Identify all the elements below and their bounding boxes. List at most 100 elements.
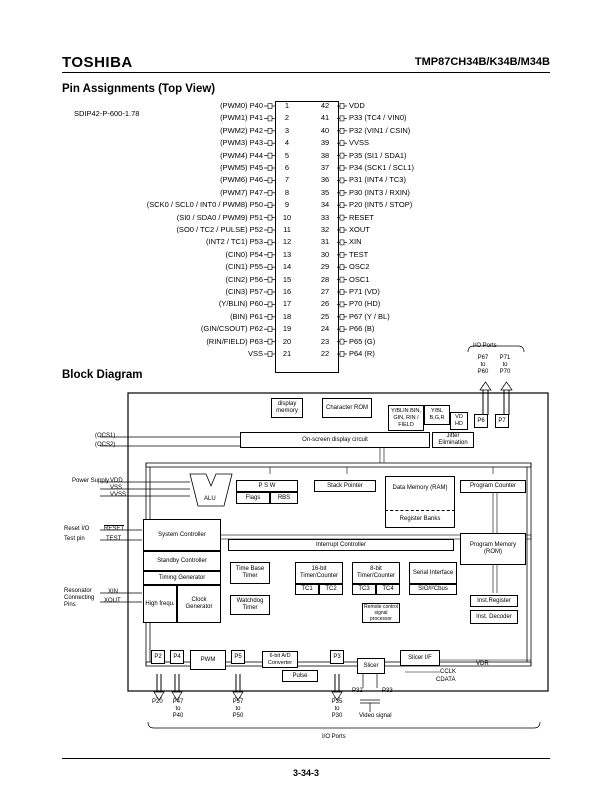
block-section-title: Block Diagram	[62, 369, 143, 381]
vvss-label: VVSS	[110, 492, 127, 498]
left-pin-number: 8	[284, 187, 290, 197]
right-pin-pad	[339, 351, 345, 357]
left-pin-label: (GIN/CSOUT) P62	[200, 324, 263, 334]
p32-label: P32	[352, 688, 363, 694]
right-pin-pad	[339, 140, 345, 146]
left-pin-label: (CIN3) P57	[225, 287, 263, 296]
left-pin-number: 20	[282, 336, 292, 346]
pwm-block: PWM	[190, 650, 226, 670]
slicer-block: Slicer	[357, 658, 385, 674]
left-pin-label: (CIN1) P55	[225, 262, 263, 272]
right-pin-pad	[339, 177, 345, 184]
alu-label: ALU	[204, 496, 216, 502]
left-pin-number: 19	[282, 324, 292, 334]
chip-outline	[275, 101, 339, 373]
vss-label: VSS	[110, 485, 123, 491]
right-pin-number: 27	[320, 287, 330, 296]
left-pin-number: 17	[282, 299, 292, 309]
left-pin-number: 21	[282, 349, 292, 358]
left-pin-pad	[267, 202, 273, 208]
right-pin-pad	[339, 289, 345, 295]
vdd-label: VDD	[110, 478, 123, 484]
p33-label: P33	[382, 688, 393, 694]
right-pin-pad	[339, 115, 345, 122]
cclk-label: CCLK	[440, 669, 457, 675]
xout-label: XOUT	[104, 598, 121, 604]
right-pin-number: 23	[320, 336, 330, 346]
port-p4-block: P4	[170, 650, 184, 664]
clock-generator-block: Clock Generator	[177, 585, 221, 623]
left-pin-label: (SO0 / TC2 / PULSE) P52	[176, 225, 263, 234]
right-pin-number: 31	[320, 237, 330, 247]
left-pin-label: (BIN) P61	[230, 311, 263, 321]
right-pin-label: P71 (VD)	[349, 287, 380, 296]
right-pin-number: 22	[320, 349, 330, 358]
xin-label: XIN	[108, 589, 119, 595]
right-pin-number: 37	[320, 163, 330, 172]
right-pin-pad	[339, 301, 345, 308]
left-pin-pad	[267, 264, 273, 271]
timer16-block: 16-bit Timer/Counter	[295, 562, 343, 584]
tc2-block: TC2	[319, 584, 343, 595]
right-pin-pad	[339, 326, 345, 333]
program-memory-block: Program Memory (ROM)	[460, 533, 526, 565]
right-pin-pad	[339, 239, 345, 246]
left-pin-label: (PWM0) P40	[220, 101, 263, 110]
right-pin-label: VDD	[349, 101, 365, 110]
left-pin-pad	[267, 252, 273, 258]
part-number: TMP87CH34B/K34B/M34B	[414, 56, 550, 68]
right-pin-label: OSC2	[349, 262, 370, 272]
left-pin-number: 9	[284, 200, 290, 210]
right-pin-pad	[339, 165, 345, 171]
left-pin-pad	[267, 289, 273, 295]
left-pin-label: (PWM5) P45	[220, 163, 263, 172]
left-pin-number: 4	[284, 138, 290, 148]
right-pin-pad	[339, 152, 345, 159]
ybl-output-block: Y/BL B,G,R	[424, 405, 450, 425]
program-counter-block: Program Counter	[460, 480, 526, 493]
left-pin-label: (SCK0 / SCL0 / INT0 / PWM8) P50	[146, 200, 263, 210]
left-pin-number: 10	[282, 212, 292, 222]
right-pin-label: P31 (INT4 / TC3)	[349, 175, 406, 185]
page-number: 3-34-3	[292, 768, 319, 778]
left-pin-pad	[267, 128, 273, 134]
right-pin-label: VVSS	[349, 138, 370, 148]
left-pin-label: (PWM1) P41	[220, 113, 263, 123]
right-pin-number: 35	[320, 187, 330, 197]
pulse-block: Pulse	[282, 670, 318, 682]
right-pin-label: P65 (G)	[349, 336, 376, 346]
power-supply-label: Power Supply	[72, 478, 110, 484]
header-rule	[62, 72, 550, 73]
slicer-if-block: Slicer I/F	[400, 650, 440, 666]
left-pin-number: 5	[284, 150, 290, 160]
timing-generator-block: Timing Generator	[143, 571, 221, 585]
left-pin-pad	[267, 301, 273, 308]
right-pin-label: TEST	[349, 249, 369, 259]
right-pin-pad	[339, 227, 345, 233]
adc-block: 6-bit A/D Converter	[262, 651, 298, 668]
tc3-block: TC3	[352, 584, 376, 595]
right-pin-number: 41	[320, 113, 330, 123]
left-pin-pad	[267, 338, 273, 345]
high-frequ-block: High frequ.	[143, 585, 177, 623]
left-pin-number: 18	[282, 311, 292, 321]
interrupt-controller-block: Interrupt Controller	[228, 539, 454, 551]
right-pin-number: 34	[320, 200, 330, 210]
right-pin-label: P32 (VIN1 / CSIN)	[349, 125, 411, 135]
right-pin-label: P70 (HD)	[349, 299, 381, 309]
left-pin-number: 6	[284, 163, 290, 172]
right-pin-pad	[339, 252, 345, 258]
right-pin-label: P34 (SCK1 / SCL1)	[349, 163, 415, 172]
test-label: TEST	[106, 536, 122, 542]
right-pin-pad	[339, 103, 345, 109]
reset-pin-label: RESET	[104, 526, 125, 532]
remote-control-block: Remote control signal processor	[362, 603, 400, 623]
right-pin-label: P67 (Y / BL)	[349, 311, 390, 321]
reset-io-label: Reset I/O	[64, 526, 90, 532]
psw-block: P S W	[236, 480, 298, 492]
osc1-label: (OCS1)	[95, 433, 116, 439]
right-pin-pad	[339, 276, 345, 283]
port-p3-block: P3	[330, 650, 344, 664]
